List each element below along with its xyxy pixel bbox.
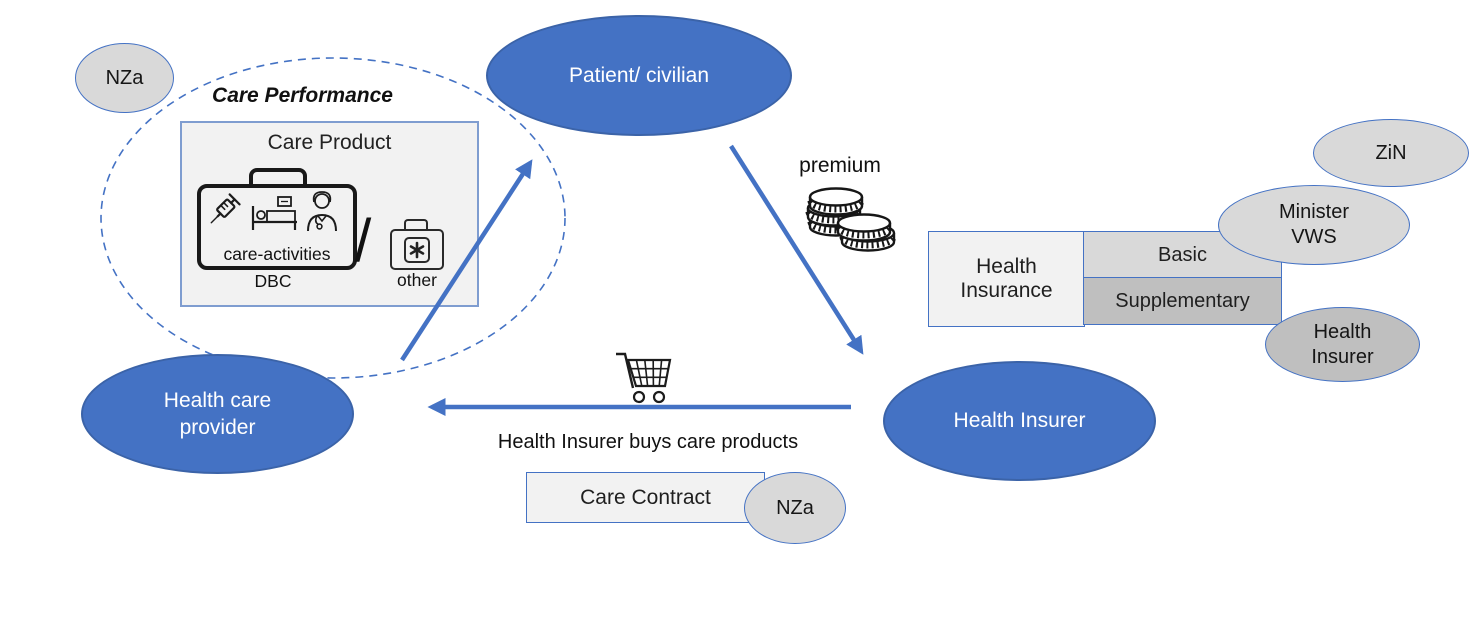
patient-civilian-label: Patient/ civilian: [568, 63, 710, 87]
health-insurer-gray-ellipse: Health Insurer: [1265, 307, 1420, 382]
insurer-buys-label: Health Insurer buys care products: [497, 431, 799, 453]
dbc-label: DBC: [254, 271, 292, 291]
nza-top-label: NZa: [105, 66, 144, 89]
hospital-bed-icon: [251, 196, 297, 230]
patient-civilian-ellipse: Patient/ civilian: [486, 15, 792, 136]
health-insurance-box: Health Insurance: [928, 231, 1085, 327]
syringe-icon: [210, 193, 241, 224]
shopping-cart-icon: [616, 352, 672, 404]
care-activities-case: care-activities: [197, 184, 357, 270]
basic-label: Basic: [1158, 243, 1207, 266]
health-insurance-label: Health Insurance: [960, 255, 1053, 302]
doctor-icon: [307, 191, 337, 232]
health-insurer-label: Health Insurer: [953, 409, 1086, 433]
health-care-provider-ellipse: Health care provider: [81, 354, 354, 474]
medical-kit-icon: [390, 229, 444, 270]
minister-vws-label: Minister VWS: [1278, 201, 1349, 248]
nza-ellipse-contract: NZa: [744, 472, 846, 544]
care-product-title: Care Product: [267, 131, 392, 154]
minister-vws-ellipse: Minister VWS: [1218, 185, 1410, 265]
nza-contract-label: NZa: [776, 496, 814, 519]
supplementary-label: Supplementary: [1115, 289, 1250, 312]
other-label: other: [397, 270, 437, 290]
care-contract-box: Care Contract: [526, 472, 765, 523]
care-product-box: Care Product: [180, 121, 479, 307]
care-performance-title: Care Performance: [212, 84, 393, 107]
premium-label: premium: [799, 154, 881, 177]
health-insurer-ellipse: Health Insurer: [883, 361, 1156, 481]
zin-label: ZiN: [1375, 141, 1407, 164]
health-care-provider-label: Health care provider: [163, 388, 272, 439]
nza-ellipse-top: NZa: [75, 43, 174, 113]
medical-star-icon: [404, 236, 430, 263]
care-contract-label: Care Contract: [580, 485, 711, 509]
money-coins-icon: [805, 187, 897, 252]
zin-ellipse: ZiN: [1313, 119, 1469, 187]
supplementary-box: Supplementary: [1083, 277, 1282, 325]
health-insurer-gray-label: Health Insurer: [1311, 320, 1374, 368]
separator-slash: /: [354, 207, 372, 274]
care-activities-label: care-activities: [223, 244, 331, 264]
